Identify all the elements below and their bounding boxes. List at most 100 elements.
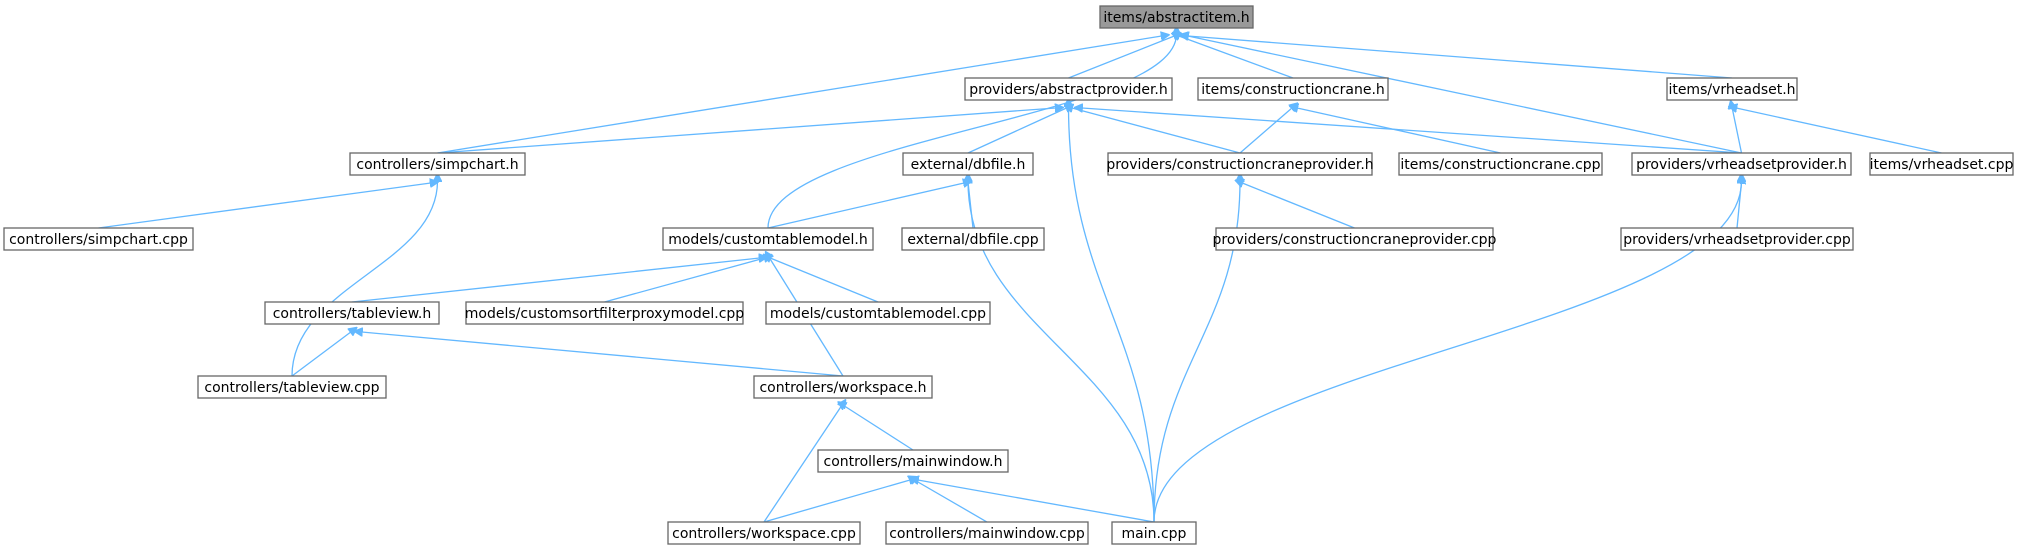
- node-label: external/dbfile.cpp: [907, 232, 1038, 248]
- node-main_cpp[interactable]: main.cpp: [1111, 521, 1197, 545]
- node-customsortfilterproxymodel_cpp[interactable]: models/customsortfilterproxymodel.cpp: [465, 301, 744, 325]
- edge-tableview_cpp-to-tableview_h: [291, 332, 351, 377]
- node-box: [902, 152, 1034, 176]
- node-box: [817, 449, 1009, 473]
- node-vrheadset_cpp[interactable]: items/vrheadset.cpp: [1869, 152, 2014, 176]
- node-box: [1620, 227, 1854, 251]
- edge-customtablemodel_h-to-abstractitem_h: [767, 34, 1177, 229]
- node-label: main.cpp: [1122, 526, 1187, 542]
- node-customtablemodel_h[interactable]: models/customtablemodel.h: [662, 227, 874, 251]
- node-label: controllers/tableview.h: [273, 306, 432, 322]
- node-vrheadset_h[interactable]: items/vrheadset.h: [1666, 77, 1798, 101]
- edge-constructioncraneprovider_cpp-to-constructioncraneprovider_h: [1242, 183, 1355, 229]
- edge-customsortfilterproxymodel_cpp-to-customtablemodel_h: [604, 258, 765, 303]
- node-box: [1869, 152, 2014, 176]
- node-vrheadsetprovider_h[interactable]: providers/vrheadsetprovider.h: [1631, 152, 1852, 176]
- node-workspace_cpp[interactable]: controllers/workspace.cpp: [667, 521, 861, 545]
- edges-layer: [98, 34, 1942, 523]
- node-box: [1398, 152, 1603, 176]
- node-label: external/dbfile.h: [911, 157, 1026, 173]
- edge-vrheadset_h-to-abstractitem_h: [1188, 36, 1733, 79]
- edge-abstractprovider_h-to-abstractitem_h: [1068, 36, 1175, 79]
- edge-main_cpp-to-mainwindow_h: [918, 480, 1155, 523]
- node-customtablemodel_cpp[interactable]: models/customtablemodel.cpp: [765, 301, 991, 325]
- node-box: [1197, 77, 1389, 101]
- edge-workspace_h-to-tableview_h: [362, 332, 844, 377]
- node-box: [662, 227, 874, 251]
- node-box: [1666, 77, 1798, 101]
- node-label: controllers/simpchart.h: [356, 157, 518, 173]
- node-label: providers/abstractprovider.h: [969, 82, 1167, 98]
- node-box: [1111, 521, 1197, 545]
- node-label: providers/constructioncraneprovider.cpp: [1213, 232, 1497, 248]
- edge-mainwindow_h-to-workspace_h: [844, 406, 914, 451]
- node-box: [465, 301, 744, 325]
- node-abstractprovider_h[interactable]: providers/abstractprovider.h: [964, 77, 1173, 101]
- node-box: [765, 301, 991, 325]
- node-tableview_h[interactable]: controllers/tableview.h: [264, 301, 440, 325]
- node-constructioncraneprovider_h[interactable]: providers/constructioncraneprovider.h: [1106, 152, 1374, 176]
- edge-mainwindow_cpp-to-mainwindow_h: [914, 480, 988, 523]
- edge-customtablemodel_cpp-to-customtablemodel_h: [770, 258, 879, 303]
- edge-vrheadsetprovider_h-to-abstractprovider_h: [1082, 108, 1742, 154]
- node-box: [964, 77, 1173, 101]
- node-abstractitem_h[interactable]: items/abstractitem.h: [1099, 5, 1254, 29]
- edge-workspace_cpp-to-workspace_h: [763, 406, 841, 523]
- nodes-layer: items/abstractitem.h providers/abstractpr…: [3, 5, 2014, 545]
- node-label: providers/vrheadsetprovider.h: [1636, 157, 1847, 173]
- node-tableview_cpp[interactable]: controllers/tableview.cpp: [197, 375, 387, 399]
- node-label: controllers/workspace.cpp: [672, 526, 856, 542]
- node-dbfile_h[interactable]: external/dbfile.h: [902, 152, 1034, 176]
- node-label: models/customtablemodel.cpp: [770, 306, 986, 322]
- node-label: models/customtablemodel.h: [668, 232, 868, 248]
- edge-vrheadsetprovider_h-to-abstractitem_h: [1188, 36, 1742, 154]
- node-vrheadsetprovider_cpp[interactable]: providers/vrheadsetprovider.cpp: [1620, 227, 1854, 251]
- node-box: [885, 521, 1089, 545]
- node-simpchart_h[interactable]: controllers/simpchart.h: [349, 152, 526, 176]
- edge-simpchart_cpp-to-simpchart_h: [98, 183, 431, 229]
- edge-constructioncraneprovider_h-to-constructioncrane_h: [1239, 108, 1292, 154]
- node-label: items/constructioncrane.cpp: [1400, 157, 1600, 173]
- node-box: [753, 375, 933, 399]
- node-mainwindow_cpp[interactable]: controllers/mainwindow.cpp: [885, 521, 1089, 545]
- node-label: models/customsortfilterproxymodel.cpp: [465, 306, 744, 322]
- node-constructioncrane_cpp[interactable]: items/constructioncrane.cpp: [1398, 152, 1603, 176]
- edge-customtablemodel_h-to-dbfile_h: [767, 183, 964, 229]
- node-label: providers/constructioncraneprovider.h: [1106, 157, 1373, 173]
- node-label: providers/vrheadsetprovider.cpp: [1623, 232, 1851, 248]
- node-box: [264, 301, 440, 325]
- node-box: [1107, 152, 1373, 176]
- node-constructioncraneprovider_cpp[interactable]: providers/constructioncraneprovider.cpp: [1213, 227, 1497, 251]
- edge-constructioncrane_cpp-to-constructioncrane_h: [1297, 108, 1501, 154]
- node-workspace_h[interactable]: controllers/workspace.h: [753, 375, 933, 399]
- node-label: items/constructioncrane.h: [1201, 82, 1385, 98]
- edge-simpchart_h-to-abstractprovider_h: [437, 108, 1056, 154]
- edge-tableview_h-to-customtablemodel_h: [351, 258, 760, 303]
- edge-constructioncrane_h-to-abstractitem_h: [1179, 36, 1294, 79]
- node-label: items/vrheadset.cpp: [1870, 157, 2014, 173]
- edge-vrheadset_cpp-to-vrheadset_h: [1736, 108, 1942, 154]
- node-box: [1099, 5, 1254, 29]
- node-box: [667, 521, 861, 545]
- edge-vrheadsetprovider_h-to-vrheadset_h: [1732, 108, 1743, 154]
- node-box: [901, 227, 1045, 251]
- node-box: [1215, 227, 1494, 251]
- edge-constructioncraneprovider_h-to-abstractprovider_h: [1072, 108, 1241, 154]
- node-box: [349, 152, 526, 176]
- node-mainwindow_h[interactable]: controllers/mainwindow.h: [817, 449, 1009, 473]
- node-label: controllers/mainwindow.cpp: [889, 526, 1085, 542]
- edge-workspace_cpp-to-mainwindow_h: [763, 480, 910, 523]
- node-box: [3, 227, 194, 251]
- node-simpchart_cpp[interactable]: controllers/simpchart.cpp: [3, 227, 194, 251]
- node-label: controllers/mainwindow.h: [824, 454, 1003, 470]
- edge-tableview_cpp-to-simpchart_h: [291, 181, 438, 377]
- node-label: controllers/simpchart.cpp: [9, 232, 188, 248]
- edge-main_cpp-to-abstractprovider_h: [1069, 106, 1155, 523]
- node-label: controllers/workspace.h: [759, 380, 926, 396]
- node-label: items/abstractitem.h: [1103, 10, 1249, 26]
- edge-dbfile_h-to-abstractprovider_h: [967, 108, 1066, 154]
- node-constructioncrane_h[interactable]: items/constructioncrane.h: [1197, 77, 1389, 101]
- node-label: items/vrheadset.h: [1668, 82, 1795, 98]
- node-dbfile_cpp[interactable]: external/dbfile.cpp: [901, 227, 1045, 251]
